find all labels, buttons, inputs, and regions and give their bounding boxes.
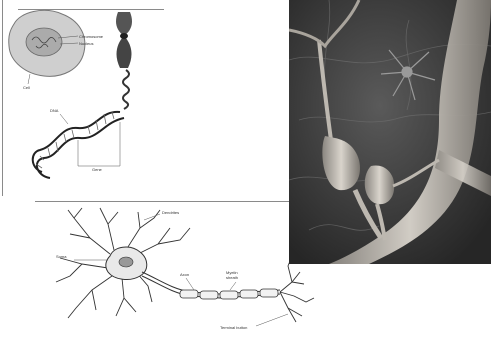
label-dendrites: Dendrites [162,210,179,215]
label-axon: Axon [180,272,189,277]
cell-dna-svg: Chromosome Nucleus Cell [0,0,165,196]
chromatin-coil [123,70,129,109]
chromosome-shape [116,12,132,68]
label-dna: DNA [50,108,59,113]
label-terminal-button: Terminal button [220,325,247,330]
label-nucleus: Nucleus [79,41,93,46]
label-soma: Soma [56,254,67,259]
neuron-micrograph [289,0,491,264]
cell-dna-illustration: Chromosome Nucleus Cell [0,0,165,196]
nucleus-shape [26,28,62,56]
terminal-branches [280,256,314,322]
label-chromosome: Chromosome [79,34,104,39]
micrograph-svg [289,0,491,264]
label-gene: Gene [92,167,103,172]
label-cell: Cell [23,85,30,90]
myelin-sheath-segments [180,289,278,299]
soma-nucleus [119,257,133,267]
dna-helix [33,112,124,178]
